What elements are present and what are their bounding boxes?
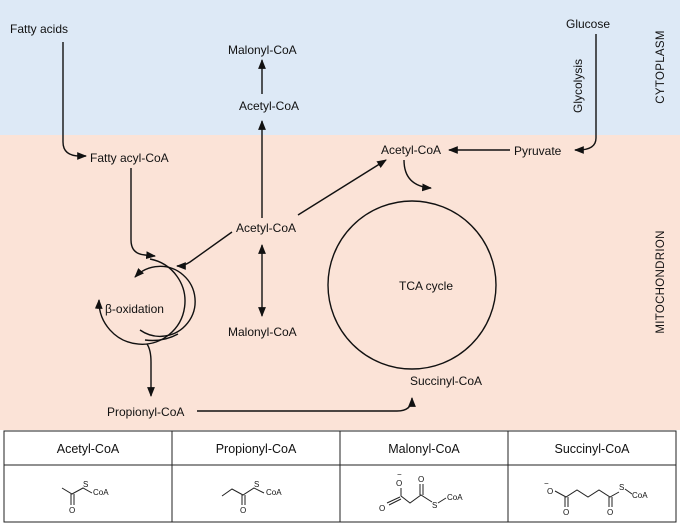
succinyl-coa-structure: − O O O S CoA (544, 479, 648, 517)
arrow-fatty-acids-to-acyl-coa (62, 42, 87, 160)
pyruvate-label: Pyruvate (514, 144, 562, 158)
arrow-acyl-coa-to-beta-oxidation (130, 168, 156, 260)
svg-text:O: O (69, 506, 75, 515)
mitochondrion-region (0, 135, 680, 430)
arrow-acetyl-coa-mid-to-mito-acetyl-coa (297, 159, 387, 216)
fatty-acyl-coa-label: Fatty acyl-CoA (90, 151, 169, 165)
beta-oxidation-label: β-oxidation (105, 302, 164, 316)
glucose-label: Glucose (566, 17, 610, 31)
svg-text:−: − (397, 470, 402, 479)
mitochondrion-label: MITOCHONDRION (655, 230, 667, 333)
malonyl-coa-structure: − O O O S CoA (379, 470, 463, 513)
svg-text:O: O (379, 504, 385, 513)
svg-text:CoA: CoA (447, 493, 463, 502)
table-header-succinyl-coa: Succinyl-CoA (554, 442, 630, 456)
table-header-acetyl-coa: Acetyl-CoA (57, 442, 120, 456)
beta-oxidation-spiral (94, 258, 196, 345)
fatty-acids-label: Fatty acids (10, 22, 68, 36)
table-header-propionyl-coa: Propionyl-CoA (216, 442, 297, 456)
glycolysis-label: Glycolysis (571, 59, 585, 113)
cytoplasm-label: CYTOPLASM (655, 30, 667, 103)
propionyl-coa-structure: O S CoA (221, 480, 282, 515)
svg-text:S: S (619, 483, 624, 492)
arrow-acetyl-coa-into-tca (403, 159, 432, 192)
svg-text:O: O (396, 479, 402, 488)
arrow-beta-oxidation-to-acetyl-coa (176, 231, 233, 270)
svg-text:O: O (418, 475, 424, 484)
acetyl-coa-mid-label: Acetyl-CoA (236, 221, 296, 235)
svg-text:O: O (547, 487, 553, 496)
svg-text:S: S (432, 501, 437, 510)
malonyl-coa-top-label: Malonyl-CoA (228, 43, 297, 57)
svg-text:O: O (563, 508, 569, 517)
svg-text:CoA: CoA (93, 488, 109, 497)
arrow-propionyl-to-succinyl (197, 397, 416, 412)
svg-text:O: O (240, 506, 246, 515)
svg-text:CoA: CoA (266, 488, 282, 497)
svg-text:CoA: CoA (632, 491, 648, 500)
succinyl-coa-label: Succinyl-CoA (410, 374, 482, 388)
svg-text:S: S (83, 480, 88, 489)
acetyl-coa-mito-label: Acetyl-CoA (381, 143, 441, 157)
arrow-beta-oxidation-to-propionyl (146, 343, 155, 397)
table-header-malonyl-coa: Malonyl-CoA (388, 442, 460, 456)
tca-cycle-circle (327, 200, 497, 370)
structure-table: Acetyl-CoA Propionyl-CoA Malonyl-CoA Suc… (3, 430, 677, 523)
acetyl-coa-structure: O S CoA (61, 480, 109, 515)
svg-text:S: S (254, 480, 259, 489)
propionyl-coa-label: Propionyl-CoA (107, 405, 184, 419)
svg-text:−: − (544, 479, 549, 488)
malonyl-coa-mid-label: Malonyl-CoA (228, 325, 297, 339)
acetyl-coa-top-label: Acetyl-CoA (239, 99, 299, 113)
cytoplasm-region (0, 0, 680, 135)
svg-text:O: O (607, 508, 613, 517)
arrow-glucose-to-pyruvate (574, 34, 597, 154)
tca-cycle-label: TCA cycle (399, 279, 453, 293)
